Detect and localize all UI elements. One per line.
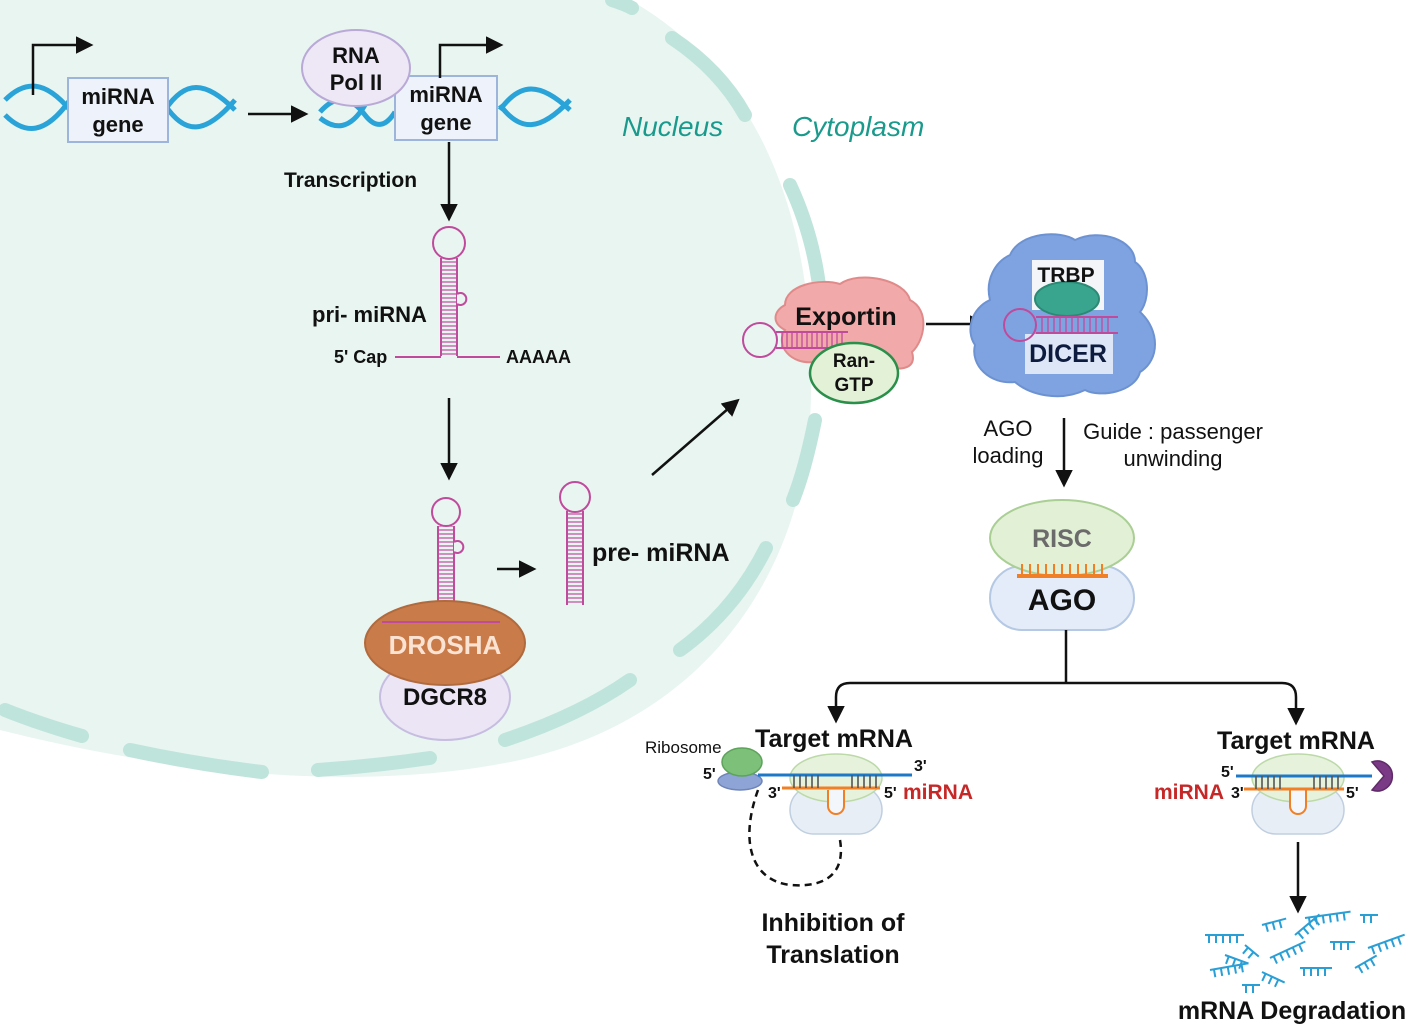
- target-mrna-right-label: Target mRNA: [1217, 727, 1375, 755]
- promoter-arrow-2: [438, 36, 504, 78]
- rna-pol-ii: [301, 29, 411, 107]
- five-cap-label: 5' Cap: [334, 347, 387, 367]
- nucleus-label: Nucleus: [622, 111, 723, 142]
- rna-fragment: [1367, 933, 1405, 955]
- rna-fragment: [1242, 984, 1260, 993]
- exportin-label: Exportin: [795, 303, 896, 331]
- risc-guide-strand: [1017, 564, 1108, 578]
- ran-gtp: [808, 341, 900, 405]
- rna-fragment: [1294, 913, 1321, 940]
- right-mirna-strand: [1244, 776, 1344, 791]
- rna-fragment: [1261, 917, 1287, 932]
- pri-mirna-label: pri- miRNA: [312, 302, 427, 327]
- arrow-pre-to-exportin: [651, 398, 740, 476]
- dicer-hairpin: [1003, 308, 1118, 342]
- rna-fragment: [1261, 971, 1286, 988]
- ribosome: [717, 747, 763, 791]
- ago-loading-label-b: loading: [973, 443, 1044, 468]
- dicer-panel: [1025, 334, 1113, 374]
- rna-fragment: [1360, 914, 1378, 923]
- left-5prime-mrna: 5': [703, 766, 716, 783]
- mirna-gene-label-2b: gene: [420, 110, 471, 135]
- ago-loading-label-a: AGO: [984, 416, 1033, 441]
- ran-gtp-label-b: GTP: [834, 375, 873, 396]
- pre-mirna-hairpin: [559, 481, 591, 605]
- mrna-fragments: [1205, 910, 1405, 993]
- rna-fragment: [1269, 940, 1306, 964]
- mirna-gene-label-2a: miRNA: [409, 82, 482, 107]
- rna-fragment: [1354, 954, 1378, 974]
- right-mirna-label: miRNA: [1154, 781, 1224, 804]
- left-mirna-strand: [782, 775, 880, 790]
- pri-mirna-hairpin: [395, 226, 500, 358]
- rna-fragment: [1304, 910, 1351, 926]
- rna-fragment: [1242, 944, 1260, 959]
- ribosome-label: Ribosome: [645, 738, 722, 757]
- rna-pol-label-b: Pol II: [330, 70, 383, 95]
- risc-label: RISC: [1032, 525, 1092, 553]
- rna-fragment: [1300, 967, 1332, 976]
- dgcr8-label: DGCR8: [403, 684, 487, 711]
- polya-label: AAAAA: [506, 347, 571, 367]
- ago-label: AGO: [1028, 584, 1096, 617]
- left-mirna-label: miRNA: [903, 781, 973, 804]
- drosha-label: DROSHA: [389, 630, 502, 660]
- degradation-label: mRNA Degradation: [1178, 997, 1406, 1025]
- mirna-gene-box-2: [394, 75, 498, 141]
- trbp: [1034, 281, 1100, 317]
- inhibition-label-b: Translation: [766, 941, 899, 969]
- left-3prime-mrna: 3': [914, 758, 927, 775]
- ran-gtp-label-a: Ran-: [833, 351, 875, 372]
- rna-fragment: [1205, 934, 1244, 943]
- mirna-gene-label-1a: miRNA: [81, 84, 154, 109]
- trbp-label: TRBP: [1037, 264, 1094, 287]
- promoter-arrow-1: [31, 36, 94, 95]
- mirna-gene-label-1b: gene: [92, 112, 143, 137]
- right-5prime-mrna: 5': [1221, 764, 1234, 781]
- microprocessor-hairpin: [431, 497, 465, 621]
- dicer-label: DICER: [1029, 340, 1107, 368]
- branch-arrows: [827, 630, 1305, 726]
- rna-pol-label-a: RNA: [332, 43, 380, 68]
- inhibition-label-a: Inhibition of: [761, 909, 905, 937]
- right-5prime-mirna: 5': [1346, 785, 1359, 802]
- inhibition-loop: [748, 789, 843, 887]
- pre-mirna-label: pre- miRNA: [592, 539, 730, 567]
- left-5prime-mirna: 5': [884, 785, 897, 802]
- transcription-label: Transcription: [284, 169, 417, 192]
- right-ago-complex: [1251, 753, 1345, 835]
- cytoplasm-label: Cytoplasm: [792, 111, 924, 142]
- left-ago-complex: [789, 753, 883, 835]
- decay-enzyme: [1370, 760, 1394, 792]
- guide-passenger-label-b: unwinding: [1123, 446, 1222, 471]
- left-3prime-mirna: 3': [768, 785, 781, 802]
- rna-fragment: [1330, 941, 1355, 950]
- mirna-gene-box-1: [67, 77, 169, 143]
- right-3prime-mirna: 3': [1231, 785, 1244, 802]
- guide-passenger-label-a: Guide : passenger: [1083, 419, 1263, 444]
- rna-fragment: [1209, 962, 1249, 978]
- target-mrna-left-label: Target mRNA: [755, 725, 913, 753]
